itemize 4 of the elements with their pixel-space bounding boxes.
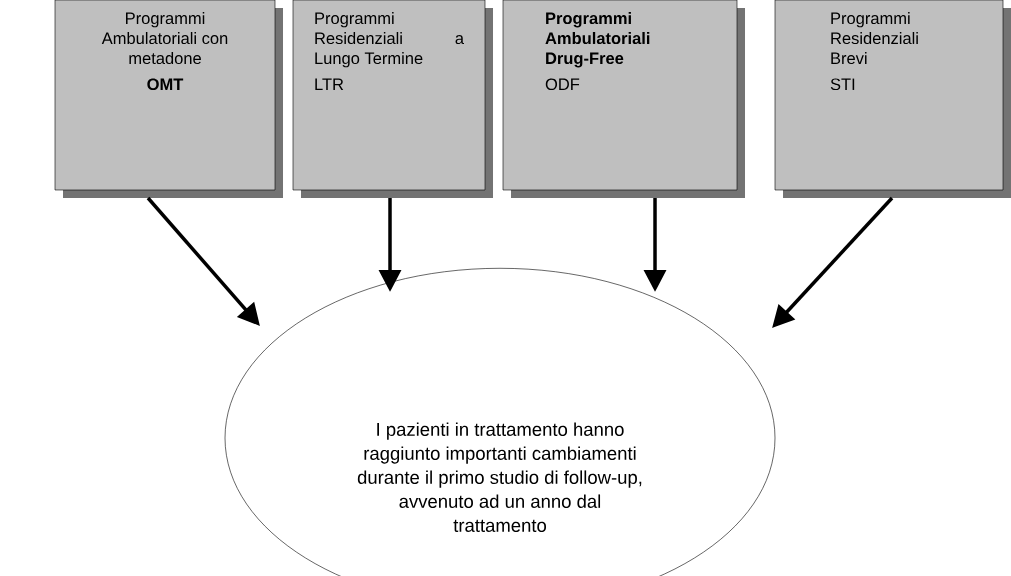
- program-box: Programmi Ambulatoriali Drug-Free ODF: [502, 0, 745, 198]
- program-box: Programmi Residenziali Brevi STI: [774, 0, 1011, 198]
- program-box: Programmi Residenziali a Lungo Termine LTR: [292, 0, 493, 198]
- program-box: Programmi Ambulatoriali con metadone OMT: [54, 0, 283, 198]
